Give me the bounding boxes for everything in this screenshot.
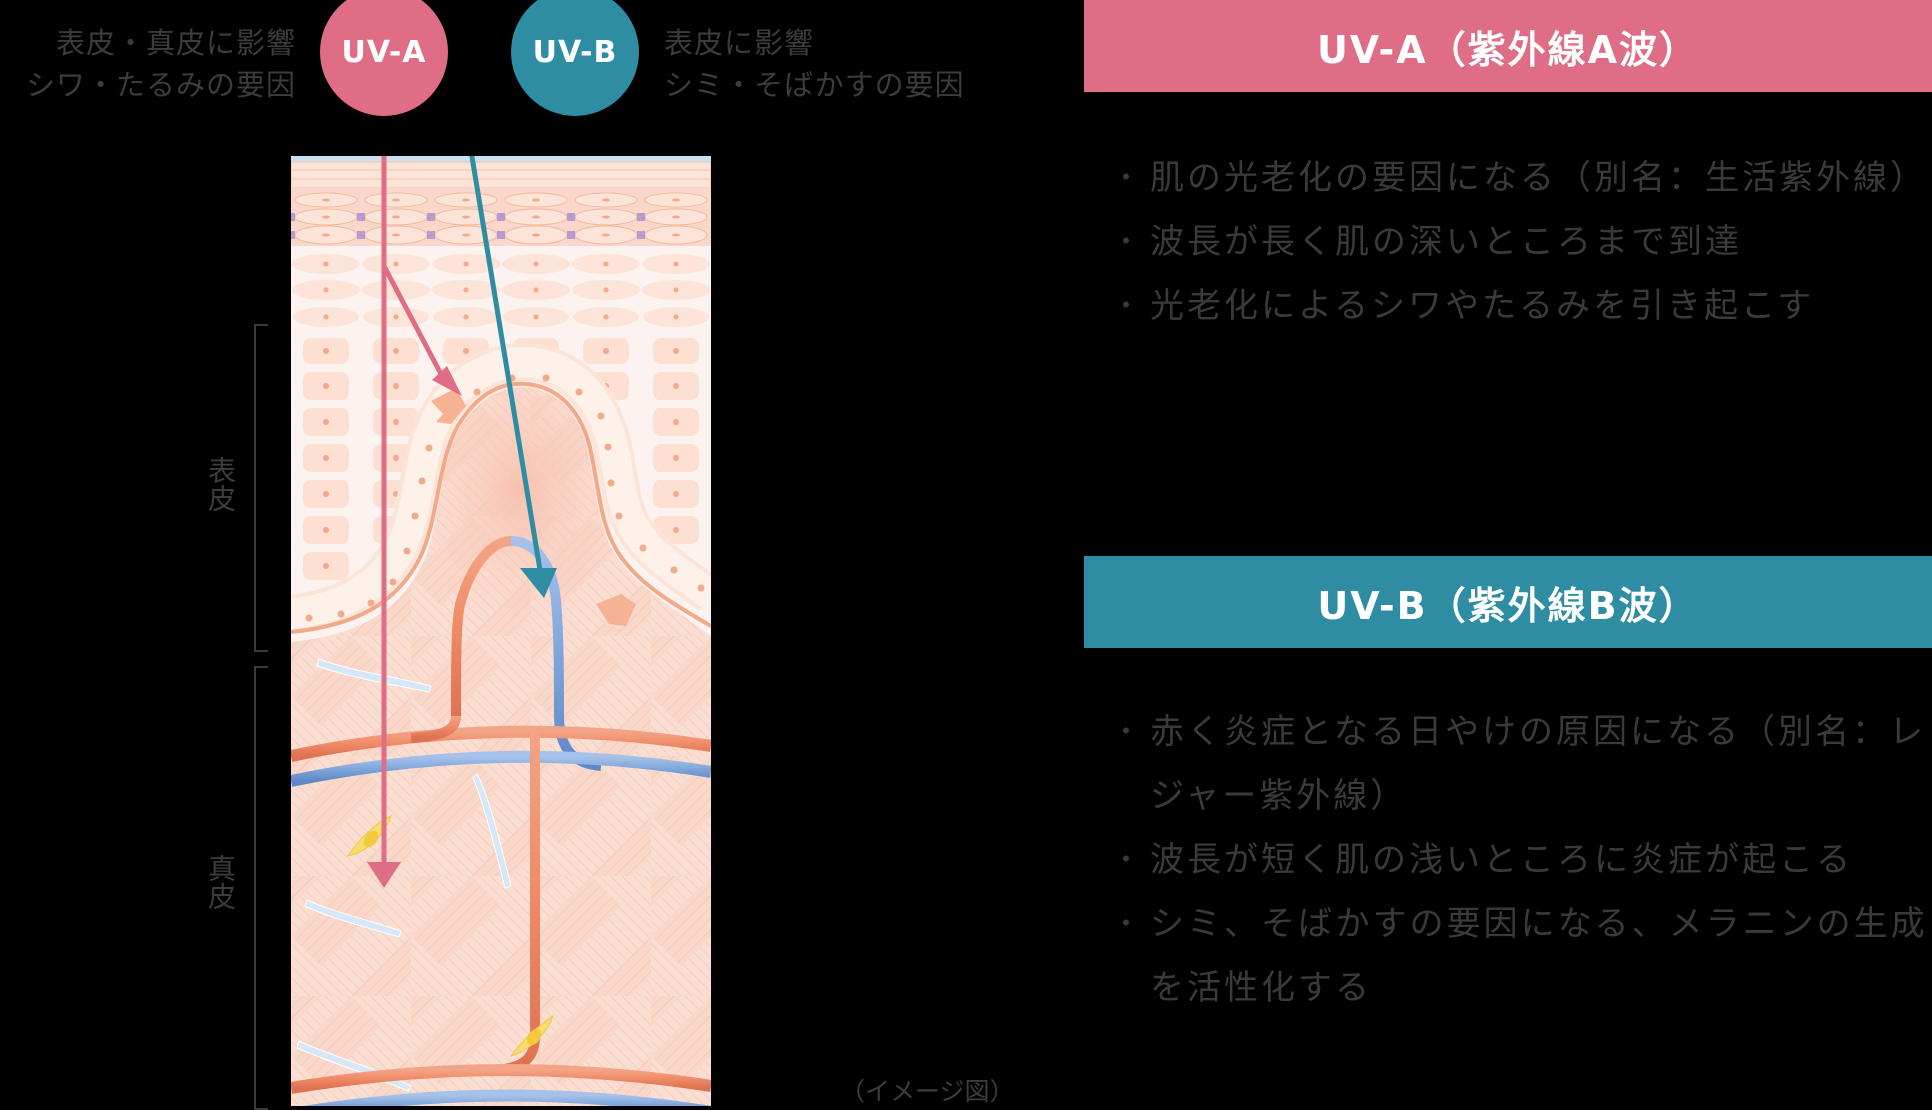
dermis-label: 真皮 [200, 854, 240, 919]
epidermis-label-text: 表皮 [204, 456, 237, 512]
uva-bullet-list: ・肌の光老化の要因になる（別名：生活紫外線） ・波長が長く肌の深いところまで到達… [1108, 146, 1928, 338]
epidermis-bracket [254, 324, 268, 652]
list-item: ・シミ、そばかすの要因になる、メラニンの生成を活性化する [1108, 892, 1928, 1020]
uvb-panel-title: UV-B（紫外線B波） [1317, 583, 1699, 628]
uvb-badge: UV-B [511, 0, 639, 116]
bullet-icon: ・ [1112, 161, 1144, 194]
skin-cross-section-diagram [291, 95, 711, 1106]
bullet-icon: ・ [1112, 225, 1144, 258]
list-item-text: 光老化によるシワやたるみを引き起こす [1150, 286, 1815, 326]
dermis-label-text: 真皮 [204, 854, 237, 910]
bullet-icon: ・ [1112, 843, 1144, 876]
uvb-ray [459, 95, 557, 598]
uvb-badge-label: UV-B [532, 34, 618, 70]
uvb-bullet-list: ・赤く炎症となる日やけの原因になる（別名：レジャー紫外線） ・波長が短く肌の浅い… [1108, 700, 1928, 1020]
uva-panel-header: UV-A（紫外線A波） [1084, 0, 1932, 92]
image-note: （イメージ図） [840, 1077, 1015, 1106]
list-item-text: 赤く炎症となる日やけの原因になる（別名：レジャー紫外線） [1150, 712, 1926, 816]
bullet-icon: ・ [1112, 907, 1144, 940]
uva-ray [367, 96, 462, 888]
uva-caption-line-2: シワ・たるみの要因 [25, 68, 296, 102]
list-item-text: 波長が長く肌の深いところまで到達 [1150, 222, 1742, 262]
list-item-text: 波長が短く肌の浅いところに炎症が起こる [1150, 840, 1853, 880]
list-item: ・光老化によるシワやたるみを引き起こす [1108, 274, 1928, 338]
uvb-caption-line-2: シミ・そばかすの要因 [664, 68, 965, 102]
bullet-icon: ・ [1112, 715, 1144, 748]
uva-caption-line-1: 表皮・真皮に影響 [55, 26, 296, 60]
uva-panel-title: UV-A（紫外線A波） [1316, 27, 1700, 72]
list-item: ・波長が短く肌の浅いところに炎症が起こる [1108, 828, 1928, 892]
dermis-bracket [254, 666, 268, 1110]
uva-badge-label: UV-A [341, 34, 427, 70]
uvb-panel-header: UV-B（紫外線B波） [1084, 556, 1932, 648]
list-item-text: 肌の光老化の要因になる（別名：生活紫外線） [1150, 158, 1927, 198]
list-item: ・波長が長く肌の深いところまで到達 [1108, 210, 1928, 274]
epidermis-label: 表皮 [200, 456, 240, 521]
list-item-text: シミ、そばかすの要因になる、メラニンの生成を活性化する [1150, 904, 1928, 1008]
uvb-caption: 表皮に影響 シミ・そばかすの要因 [664, 22, 965, 106]
uva-badge: UV-A [320, 0, 448, 116]
bullet-icon: ・ [1112, 289, 1144, 322]
uva-caption: 表皮・真皮に影響 シワ・たるみの要因 [26, 22, 296, 106]
list-item: ・肌の光老化の要因になる（別名：生活紫外線） [1108, 146, 1928, 210]
list-item: ・赤く炎症となる日やけの原因になる（別名：レジャー紫外線） [1108, 700, 1928, 828]
uvb-caption-line-1: 表皮に影響 [664, 26, 815, 60]
